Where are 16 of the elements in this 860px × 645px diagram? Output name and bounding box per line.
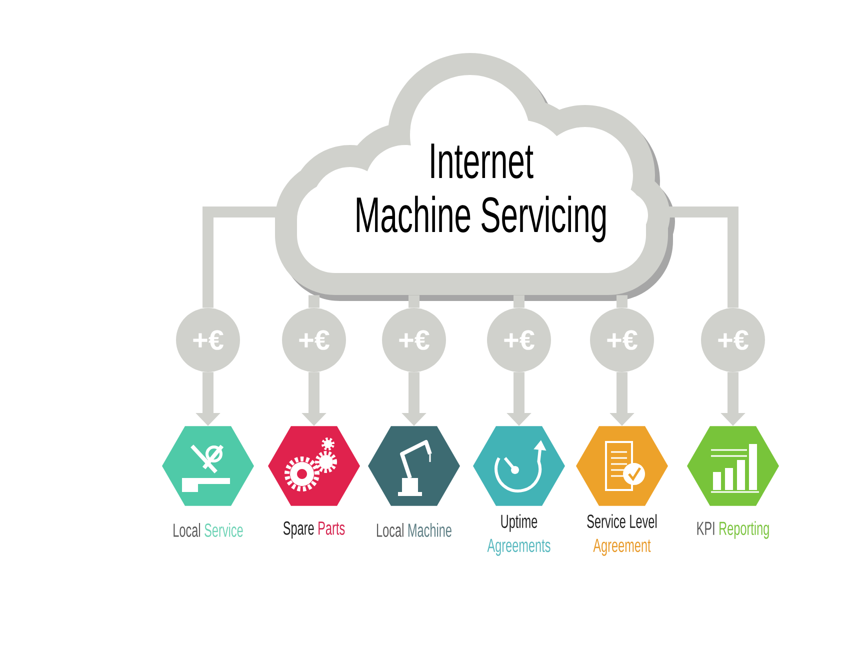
hexagon-tile [368,426,460,506]
node-label: KPI Reporting [697,521,769,539]
connector-line [308,295,320,308]
node-label: Spare Parts [283,521,345,539]
connector-line [667,206,738,308]
hexagon-tile [162,426,254,506]
node-label: Local Machine [377,523,452,537]
hexagon-tile [576,426,668,506]
hexagon-tile [473,426,565,506]
node-label: Uptime Agreements [487,514,550,556]
connector-line [408,295,420,308]
node-label: Service Level Agreement [587,514,657,556]
connector-line [514,295,524,308]
node-label: Local Service [174,523,243,537]
connector-line [202,206,277,308]
connector-line [616,295,628,308]
